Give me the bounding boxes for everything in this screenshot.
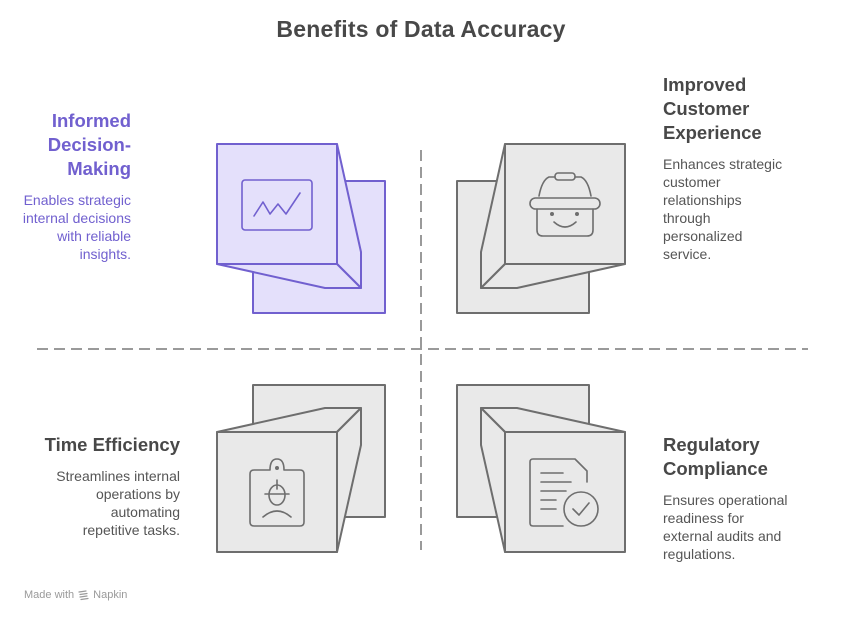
block-improved-customer-experience [456, 143, 626, 314]
description-line: customer [663, 174, 721, 190]
description-line: readiness for [663, 510, 744, 526]
quadrant-regulatory-compliance: Regulatory Compliance Ensures operationa… [663, 433, 813, 563]
block-regulatory-compliance [456, 384, 626, 553]
quadrant-time-efficiency: Time Efficiency Streamlines internal ope… [20, 433, 180, 539]
description-line: personalized [663, 228, 743, 244]
description-line: external audits and [663, 528, 782, 544]
block-front-face [504, 143, 626, 265]
description-line: operations by [95, 486, 180, 502]
quadrant-description: Enhances strategic customer relationship… [663, 155, 813, 263]
quadrant-description: Streamlines internal operations by autom… [20, 467, 180, 539]
napkin-brand-label: Napkin [93, 589, 128, 601]
page-title: Benefits of Data Accuracy [276, 16, 566, 42]
napkin-logo-icon [78, 589, 89, 600]
quadrant-informed-decision-making: Informed Decision-Making Enables strateg… [0, 109, 131, 263]
id-badge-icon [249, 458, 305, 527]
footer-attribution[interactable]: Made with Napkin [24, 589, 127, 601]
description-line: Enables strategic [23, 192, 131, 208]
description-line: relationships [663, 192, 742, 208]
quadrant-title: Time Efficiency [44, 434, 180, 455]
made-with-label: Made with [24, 589, 75, 601]
line-chart-icon [241, 179, 313, 231]
description-line: with reliable [57, 228, 131, 244]
description-line: automating [110, 504, 180, 520]
description-line: repetitive tasks. [82, 522, 180, 538]
quadrant-description: Enables strategic internal decisions wit… [0, 191, 131, 263]
quadrant-title: Improved Customer Experience [663, 74, 762, 143]
smiling-basket-icon [529, 172, 601, 237]
block-front-face [216, 431, 338, 553]
description-line: Ensures operational [663, 492, 788, 508]
description-line: Enhances strategic [663, 156, 783, 172]
quadrant-title: Regulatory Compliance [663, 434, 768, 479]
quadrant-improved-customer-experience: Improved Customer Experience Enhances st… [663, 73, 813, 263]
description-line: service. [663, 246, 712, 262]
description-line: insights. [79, 246, 131, 262]
description-line: internal decisions [22, 210, 131, 226]
quadrant-title: Informed Decision-Making [47, 110, 131, 179]
description-line: Streamlines internal [56, 468, 180, 484]
document-check-icon [529, 458, 599, 527]
quadrant-description: Ensures operational readiness for extern… [663, 491, 813, 563]
block-front-face [504, 431, 626, 553]
description-line: through [663, 210, 711, 226]
description-line: regulations. [663, 546, 736, 562]
block-time-efficiency [216, 384, 386, 553]
